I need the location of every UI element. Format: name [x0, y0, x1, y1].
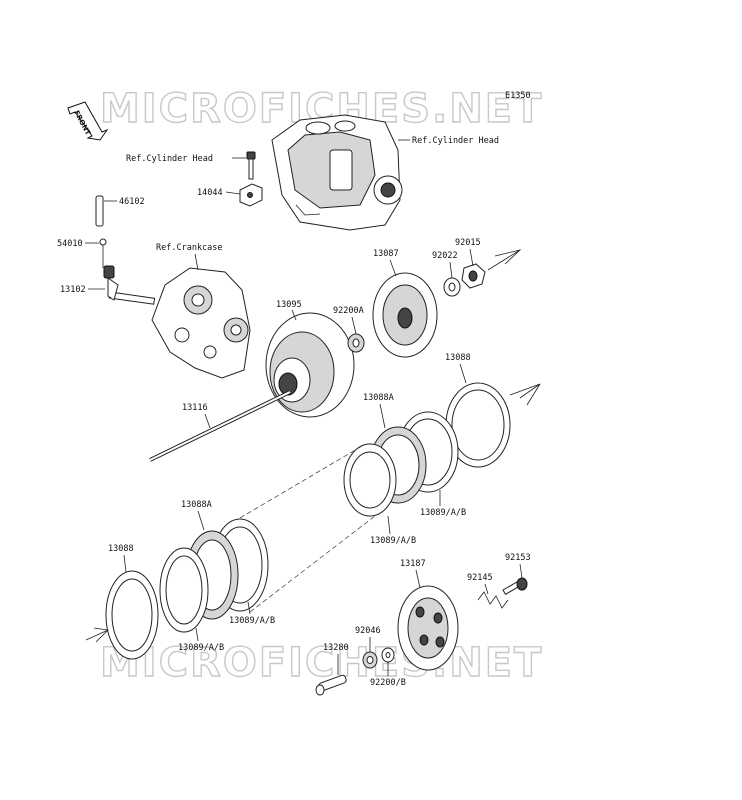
washer-92200A-illustration: [347, 333, 365, 353]
plate-13089-mid-illustration: [343, 443, 397, 517]
label-92200B: 92200/B: [370, 678, 406, 688]
label-13116: 13116: [182, 403, 208, 413]
spring-92145-illustration: [477, 591, 509, 609]
pressure-plate-13187-illustration: [397, 585, 459, 671]
label-ref-cylinder-head-left: Ref.Cylinder Head: [126, 154, 213, 164]
plate-13089-left2-illustration: [159, 547, 209, 633]
label-13095: 13095: [276, 300, 302, 310]
lever-shaft-13102-illustration: [103, 265, 156, 305]
label-13089-left-bottom: 13089/A/B: [178, 643, 224, 653]
label-13088A-left: 13088A: [181, 500, 212, 510]
label-ref-crankcase: Ref.Crankcase: [156, 243, 223, 253]
label-13102: 13102: [60, 285, 86, 295]
bracket-14044-illustration: [239, 183, 263, 207]
label-92145: 92145: [467, 573, 493, 583]
plate-13088-top-illustration: [445, 382, 511, 468]
watermark-bottom: MICROFICHES.NET: [100, 640, 543, 686]
plate-13088-left-illustration: [105, 570, 159, 660]
fitting-54010-illustration: [99, 238, 107, 268]
label-13088-left: 13088: [108, 544, 134, 554]
clutch-hub-13087-illustration: [372, 272, 438, 358]
label-14044: 14044: [197, 188, 223, 198]
bearing-92046-illustration: [362, 651, 378, 669]
bolt-illustration: [246, 151, 256, 180]
label-92046: 92046: [355, 626, 381, 636]
label-46102: 46102: [119, 197, 145, 207]
washer-92022-illustration: [443, 277, 461, 297]
bolt-92153-illustration: [502, 577, 528, 596]
rod-13280-illustration: [315, 674, 347, 696]
label-54010: 54010: [57, 239, 83, 249]
label-13089-top-right: 13089/A/B: [420, 508, 466, 518]
nut-92015-illustration: [461, 263, 486, 289]
pin-46102-illustration: [95, 195, 104, 227]
label-13280: 13280: [323, 643, 349, 653]
label-13087: 13087: [373, 249, 399, 259]
label-92200A: 92200A: [333, 306, 364, 316]
label-13187: 13187: [400, 559, 426, 569]
label-13089-left-right: 13089/A/B: [229, 616, 275, 626]
label-92022: 92022: [432, 251, 458, 261]
diagram-code: E1350: [505, 91, 531, 101]
label-13088-top: 13088: [445, 353, 471, 363]
cylinder-head-illustration: [271, 114, 403, 231]
label-92153: 92153: [505, 553, 531, 563]
washer-92200B-illustration: [381, 647, 395, 663]
push-rod-13116-illustration: [149, 390, 291, 462]
label-ref-cylinder-head-right: Ref.Cylinder Head: [412, 136, 499, 146]
crankcase-illustration: [151, 267, 251, 379]
label-13088A-top: 13088A: [363, 393, 394, 403]
clutch-housing-13095-illustration: [265, 312, 355, 418]
label-92015: 92015: [455, 238, 481, 248]
label-13089-mid: 13089/A/B: [370, 536, 416, 546]
